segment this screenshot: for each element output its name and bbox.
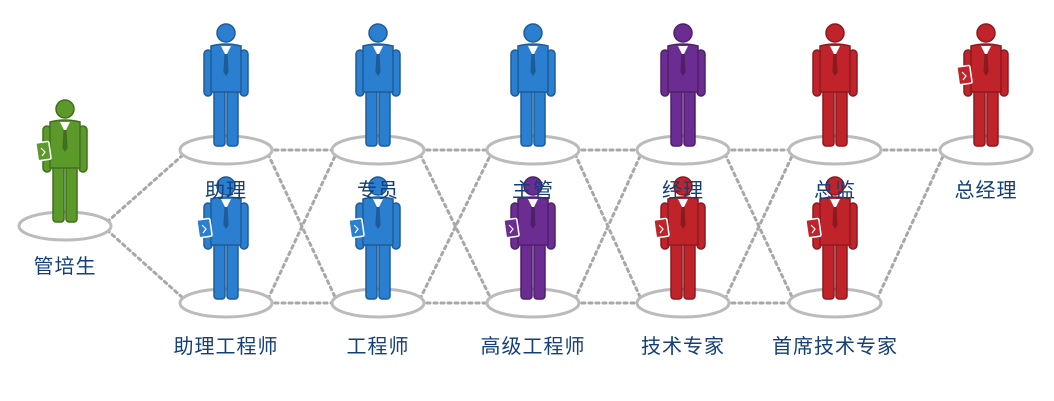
folder-senior_engineer-icon (503, 217, 520, 239)
label-director: 总监 (814, 178, 856, 202)
connector-senior_engineer-manager (573, 152, 643, 301)
label-supervisor: 主管 (512, 178, 554, 202)
person-director-icon (812, 23, 858, 147)
person-chief_technical_expert-icon (805, 176, 858, 300)
platform-supervisor (485, 134, 581, 166)
label-assistant-engineer: 助理工程师 (173, 334, 279, 358)
folder-trainee-icon (35, 140, 52, 162)
folder-chief_technical_expert-icon (805, 217, 822, 239)
label-assistant: 助理 (205, 178, 247, 202)
folder-engineer-icon (348, 217, 365, 239)
platform-assistant_engineer (178, 287, 274, 319)
person-technical_expert-icon (653, 176, 706, 300)
person-assistant_engineer-icon (196, 176, 249, 300)
folder-assistant_engineer-icon (196, 217, 213, 239)
person-specialist-icon (355, 23, 401, 147)
platform-trainee (17, 210, 113, 242)
label-senior-engineer: 高级工程师 (480, 334, 586, 358)
platform-chief_technical_expert (787, 287, 883, 319)
platform-assistant (178, 134, 274, 166)
platforms (17, 134, 1034, 319)
person-general_manager-icon (956, 23, 1009, 147)
folder-technical_expert-icon (653, 217, 670, 239)
connector-trainee-assistant_engineer (105, 228, 186, 301)
platform-senior_engineer (485, 287, 581, 319)
label-specialist: 专员 (357, 178, 399, 202)
platform-engineer (330, 287, 426, 319)
person-engineer-icon (348, 176, 401, 300)
platform-general_manager (938, 134, 1034, 166)
platform-manager (635, 134, 731, 166)
connector-assistant_engineer-specialist (266, 152, 338, 301)
connector-chief_technical_expert-general_manager (875, 152, 946, 301)
folder-general_manager-icon (956, 64, 973, 86)
label-chief-technical-expert: 首席技术专家 (772, 334, 898, 358)
connector-trainee-assistant (105, 152, 186, 224)
person-supervisor-icon (510, 23, 556, 147)
platform-director (787, 134, 883, 166)
person-assistant-icon (203, 23, 249, 147)
platform-technical_expert (635, 287, 731, 319)
person-trainee-icon (35, 99, 88, 223)
label-general-manager: 总经理 (954, 178, 1018, 202)
label-engineer: 工程师 (346, 334, 410, 358)
label-technical-expert: 技术专家 (641, 334, 725, 358)
person-senior_engineer-icon (503, 176, 556, 300)
platform-specialist (330, 134, 426, 166)
person-figures (35, 23, 1009, 300)
connector-technical_expert-director (723, 152, 795, 301)
person-manager-icon (660, 23, 706, 147)
label-trainee: 管培生 (33, 254, 97, 278)
label-manager: 经理 (662, 178, 704, 202)
connector-lines (105, 148, 946, 305)
connector-engineer-supervisor (418, 152, 493, 301)
